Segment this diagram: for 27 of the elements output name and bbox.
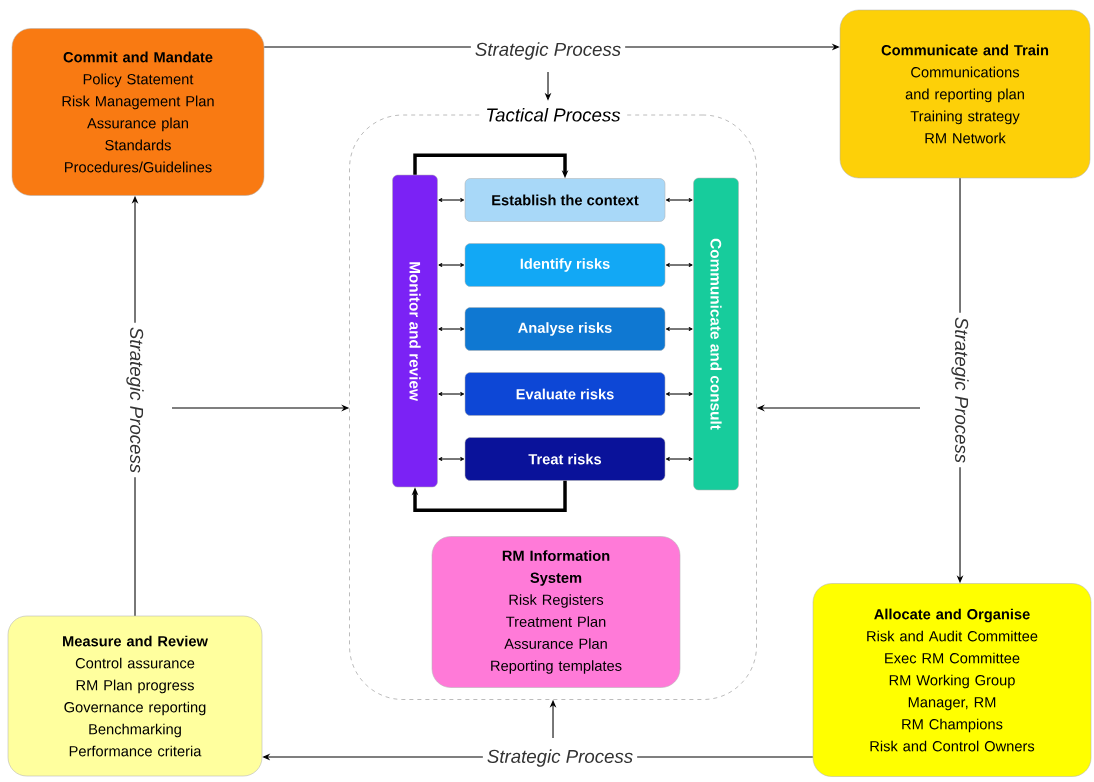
process-bar: Monitor and review (392, 174, 438, 488)
process-box: Treat risks (464, 437, 666, 481)
process-box: Commit and Mandate Policy Statement Risk Management Plan Assurance plan Standards Procedures/Guidelines (11, 28, 265, 196)
arrow (665, 392, 693, 396)
process-box: Allocate and Organise Risk and Audit Committee Exec RM Committee RM Working Group Manager, RM RM Champions Risk and Control Owners (812, 583, 1092, 777)
arrow (665, 327, 693, 331)
process-box: RM Information System Risk Registers Treatment Plan Assurance Plan Reporting templates (431, 536, 681, 688)
arrow (665, 263, 693, 267)
arrow (665, 198, 693, 202)
process-box: Identify risks (464, 243, 666, 287)
edge-label: Strategic Process (122, 322, 148, 478)
arrow (438, 198, 465, 202)
process-box: Communicate and Train Communications and reporting plan Training strategy RM Network (839, 9, 1091, 179)
process-box: Evaluate risks (464, 372, 666, 416)
edge-label: Strategic Process (470, 38, 626, 64)
process-box: Analyse risks (464, 307, 666, 351)
arrow (438, 392, 465, 396)
arrow (438, 457, 465, 461)
arrow (411, 480, 567, 512)
process-box: Establish the context (464, 178, 666, 222)
process-bar: Communicate and consult (693, 177, 739, 491)
arrow (438, 327, 465, 331)
arrow (438, 263, 465, 267)
arrow (665, 457, 693, 461)
edge-label: Strategic Process (482, 745, 638, 771)
process-box: Measure and Review Control assurance RM Plan progress Governance reporting Benchmarking Performance criteria (7, 615, 263, 777)
edge-label: Strategic Process (947, 312, 973, 468)
